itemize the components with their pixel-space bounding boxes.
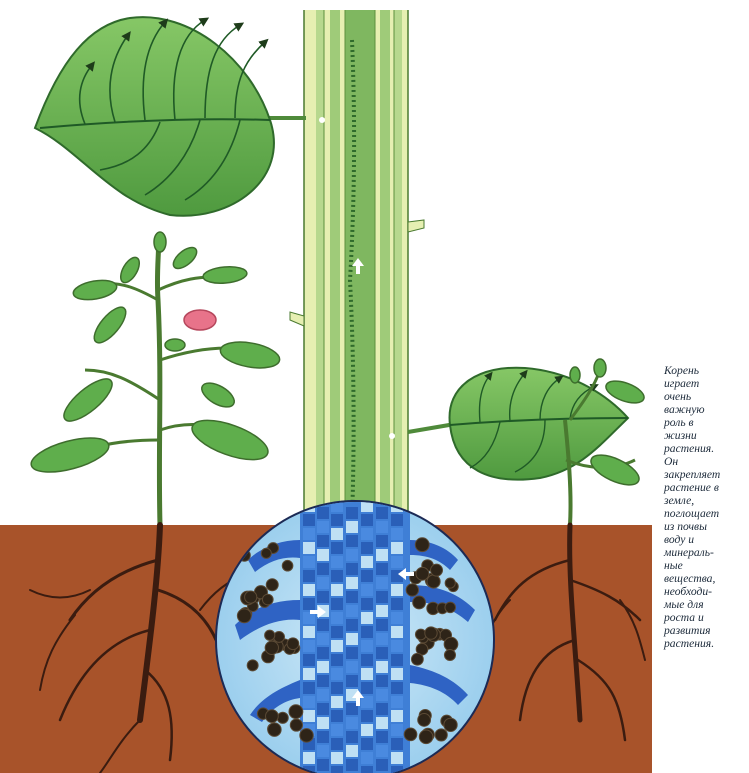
caption-line: вещества,	[664, 572, 748, 585]
caption-line: из почвы	[664, 520, 748, 533]
vascular-cells	[303, 500, 403, 773]
caption-line: минераль-	[664, 546, 748, 559]
caption-line: воду и	[664, 533, 748, 546]
caption-line: растение в	[664, 481, 748, 494]
caption-line: необходи-	[664, 585, 748, 598]
left-plant	[28, 232, 282, 525]
caption-line: роста и	[664, 611, 748, 624]
upper-leaf	[35, 17, 325, 216]
caption-text: Корень играет очень важную роль в жизни …	[664, 364, 748, 650]
caption-line: развития	[664, 624, 748, 637]
caption-line: закрепляет	[664, 468, 748, 481]
caption-line: мые для	[664, 598, 748, 611]
caption-line: земле,	[664, 494, 748, 507]
caption-line: Корень	[664, 364, 748, 377]
caption-line: очень	[664, 390, 748, 403]
caption-line: поглощает	[664, 507, 748, 520]
caption-line: растения.	[664, 442, 748, 455]
caption-line: Он	[664, 455, 748, 468]
caption-line: роль в	[664, 416, 748, 429]
root-cross-section	[215, 500, 495, 773]
caption-line: ные	[664, 559, 748, 572]
caption-line: растения.	[664, 637, 748, 650]
caption-line: играет	[664, 377, 748, 390]
caption-line: важную	[664, 403, 748, 416]
caption-line: жизни	[664, 429, 748, 442]
